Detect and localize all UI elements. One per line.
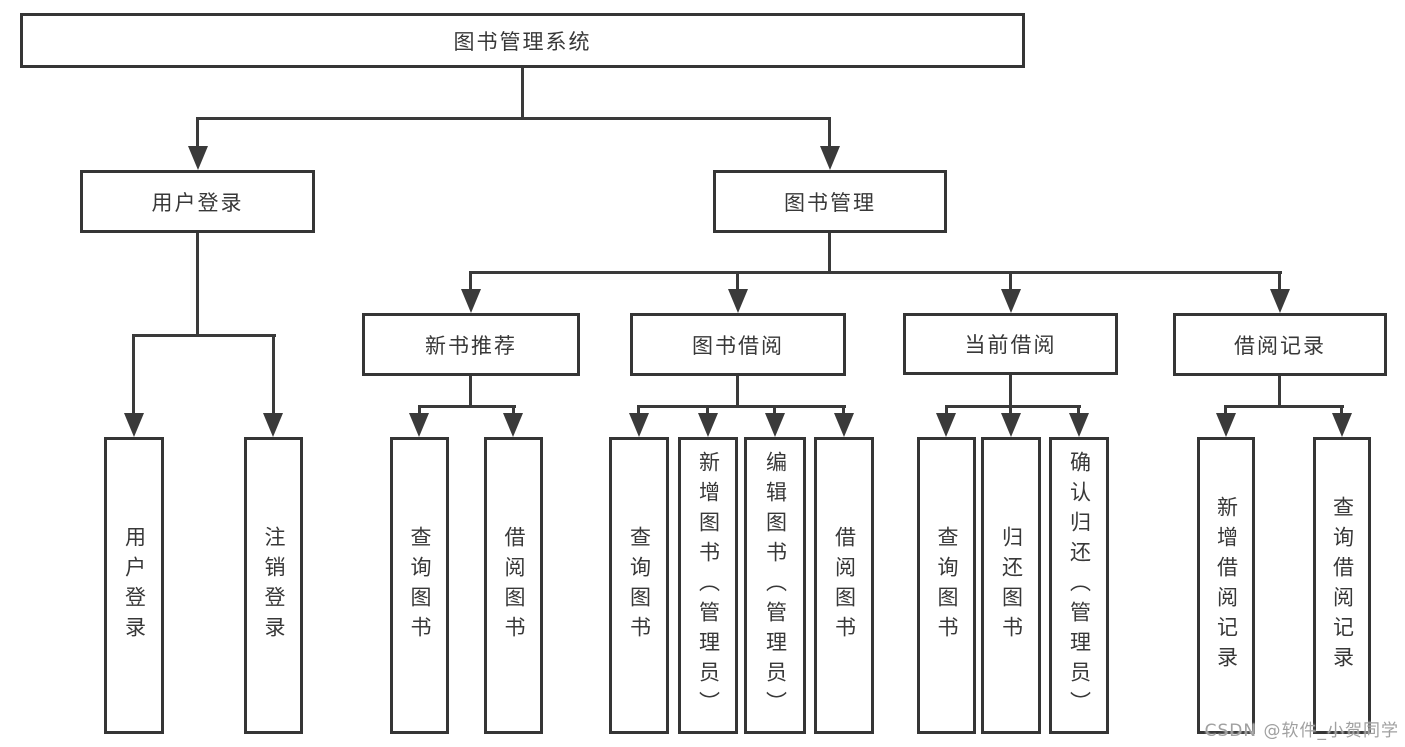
arrowhead-down [124,413,144,437]
node-book-management-label: 图书管理 [784,190,876,215]
leaf-cb-query-books: 查询图书 [917,437,976,734]
leaf-bb-query-books: 查询图书 [609,437,669,734]
leaf-bb-add-books-admin: 新增图书（管理员） [678,437,738,734]
arrowhead-down [1001,289,1021,313]
leaf-br-add-record: 新增借阅记录 [1197,437,1255,734]
arrowhead-down [698,413,718,437]
connector-line [736,376,739,408]
node-book-management: 图书管理 [713,170,947,233]
connector-line [1278,271,1281,293]
node-borrowing-records-label: 借阅记录 [1234,333,1326,358]
arrowhead-down [936,413,956,437]
leaf-bb-borrow-books-label: 借阅图书 [832,525,857,646]
arrowhead-down [820,146,840,170]
connector-line [637,405,846,408]
leaf-cb-confirm-return-admin: 确认归还（管理员） [1049,437,1109,734]
connector-line [418,405,421,417]
connector-line [1224,405,1344,408]
leaf-bb-add-books-admin-label: 新增图书（管理员） [696,450,721,721]
connector-line [132,334,135,416]
leaf-cb-return-books: 归还图书 [981,437,1041,734]
leaf-br-query-record-label: 查询借阅记录 [1330,495,1355,676]
csdn-watermark: CSDN @软件_小贺同学 [1204,721,1399,741]
leaf-rec-borrow-books-label: 借阅图书 [502,525,527,646]
arrowhead-down [728,289,748,313]
connector-line [945,405,948,417]
arrowhead-down [834,413,854,437]
connector-line [773,405,776,417]
connector-line [828,117,831,150]
arrowhead-down [1270,289,1290,313]
leaf-bb-edit-books-admin-label: 编辑图书（管理员） [763,450,788,721]
leaf-logout-label: 注销登录 [262,525,287,646]
arrowhead-down [188,146,208,170]
connector-line [1224,405,1227,417]
connector-line [1009,375,1012,408]
leaf-user-login-label: 用户登录 [122,525,147,646]
node-new-book-recommendation-label: 新书推荐 [425,333,517,358]
node-current-borrowing: 当前借阅 [903,313,1118,375]
connector-line [196,117,831,120]
leaf-br-query-record: 查询借阅记录 [1313,437,1371,734]
leaf-bb-borrow-books: 借阅图书 [814,437,874,734]
connector-line [418,405,516,408]
connector-line [469,376,472,408]
leaf-rec-query-books-label: 查询图书 [408,525,433,646]
connector-line [196,117,199,150]
leaf-rec-borrow-books: 借阅图书 [484,437,543,734]
connector-line [842,405,845,417]
connector-line [1340,405,1343,417]
connector-line [1278,376,1281,408]
connector-line [828,233,831,274]
arrowhead-down [461,289,481,313]
connector-line [736,271,739,293]
leaf-cb-return-books-label: 归还图书 [999,525,1024,646]
leaf-br-add-record-label: 新增借阅记录 [1214,495,1239,676]
arrowhead-down [503,413,523,437]
connector-line [196,233,199,337]
leaf-cb-query-books-label: 查询图书 [935,525,960,646]
arrowhead-down [263,413,283,437]
arrowhead-down [1216,413,1236,437]
node-borrowing-records: 借阅记录 [1173,313,1387,376]
leaf-rec-query-books: 查询图书 [390,437,449,734]
leaf-logout: 注销登录 [244,437,303,734]
node-library-management-system: 图书管理系统 [20,13,1025,68]
connector-line [469,271,472,293]
node-user-login-label: 用户登录 [151,190,244,215]
connector-line [1077,405,1080,417]
node-book-borrowing: 图书借阅 [630,313,846,376]
connector-line [521,68,524,120]
connector-line [132,334,276,337]
connector-line [1009,271,1012,293]
node-user-login: 用户登录 [80,170,315,233]
connector-line [272,334,275,416]
connector-line [512,405,515,417]
node-book-borrowing-label: 图书借阅 [692,333,784,358]
node-library-management-system-label: 图书管理系统 [453,29,592,54]
connector-line [469,271,1282,274]
arrowhead-down [1069,413,1089,437]
connector-line [945,405,1081,408]
arrowhead-down [1332,413,1352,437]
leaf-cb-confirm-return-admin-label: 确认归还（管理员） [1067,450,1092,721]
arrowhead-down [629,413,649,437]
node-new-book-recommendation: 新书推荐 [362,313,580,376]
connector-line [1009,405,1012,417]
arrowhead-down [409,413,429,437]
connector-line [637,405,640,417]
connector-line [706,405,709,417]
leaf-bb-edit-books-admin: 编辑图书（管理员） [744,437,806,734]
arrowhead-down [765,413,785,437]
leaf-user-login: 用户登录 [104,437,164,734]
node-current-borrowing-label: 当前借阅 [964,333,1057,357]
arrowhead-down [1001,413,1021,437]
leaf-bb-query-books-label: 查询图书 [627,525,652,646]
